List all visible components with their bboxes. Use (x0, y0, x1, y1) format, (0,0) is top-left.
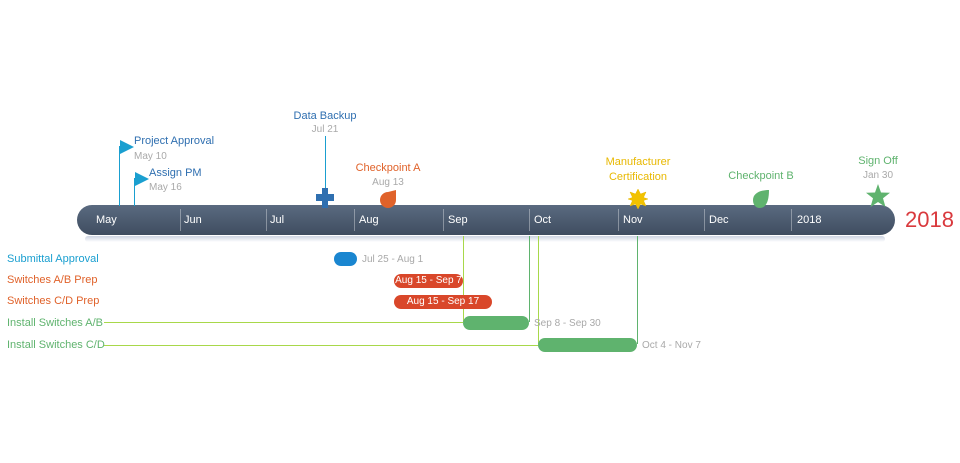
month-divider (791, 209, 792, 231)
month-divider (443, 209, 444, 231)
month-jul: Jul (270, 214, 285, 226)
timeline-bar-shadow (85, 236, 885, 242)
drop-icon (380, 190, 396, 208)
milestone-title: Assign PM (149, 167, 202, 179)
milestone-date: May 16 (149, 182, 182, 193)
task-bar[interactable]: Aug 15 - Sep 17 (394, 295, 492, 309)
milestone-date: Aug 13 (372, 177, 404, 188)
milestone-stem (134, 178, 135, 206)
task-label: Switches A/B Prep (7, 274, 98, 286)
flag-icon (120, 140, 134, 154)
plus-icon (316, 188, 334, 208)
task-connector (463, 236, 464, 322)
star-burst-icon (628, 189, 648, 209)
month-may: May (96, 214, 117, 226)
milestone-stem (119, 146, 120, 206)
month-2018: 2018 (797, 214, 822, 226)
task-bar[interactable] (463, 316, 529, 330)
milestone-title: Manufacturer (605, 156, 671, 168)
milestone-date: Jul 21 (311, 124, 339, 135)
task-bar[interactable] (334, 252, 357, 266)
milestone-title: Data Backup (293, 110, 357, 122)
month-divider (180, 209, 181, 231)
task-leader-line (104, 322, 463, 323)
month-divider (618, 209, 619, 231)
month-divider (266, 209, 267, 231)
month-jun: Jun (184, 214, 202, 226)
milestone-title: Checkpoint A (355, 162, 421, 174)
task-bar[interactable]: Aug 15 - Sep 7 (394, 274, 463, 288)
task-label: Install Switches A/B (7, 317, 103, 329)
month-dec: Dec (709, 214, 729, 226)
month-oct: Oct (534, 214, 552, 226)
leaf-icon (753, 190, 769, 208)
task-connector (538, 236, 539, 344)
task-date: Sep 8 - Sep 30 (534, 318, 601, 329)
task-label: Submittal Approval (7, 253, 99, 265)
milestone-stem (325, 136, 326, 194)
task-connector (529, 236, 530, 322)
task-label: Install Switches C/D (7, 339, 105, 351)
task-bar[interactable] (538, 338, 637, 352)
task-leader-line (104, 345, 538, 346)
milestone-title-line2: Certification (608, 171, 668, 183)
month-aug: Aug (359, 214, 379, 226)
year-label: 2018 (905, 207, 954, 232)
month-sep: Sep (448, 214, 468, 226)
task-connector (637, 236, 638, 344)
milestone-title: Sign Off (858, 155, 898, 167)
month-divider (704, 209, 705, 231)
milestone-date: May 10 (134, 151, 167, 162)
timeline-bar (77, 205, 895, 235)
month-nov: Nov (623, 214, 643, 226)
star-icon (866, 184, 890, 207)
month-divider (354, 209, 355, 231)
task-date: Jul 25 - Aug 1 (362, 254, 424, 265)
flag-icon (135, 172, 149, 186)
task-date: Oct 4 - Nov 7 (642, 340, 701, 351)
task-label: Switches C/D Prep (7, 295, 100, 307)
milestone-title: Project Approval (134, 135, 215, 147)
milestone-date: Jan 30 (862, 170, 894, 181)
month-divider (529, 209, 530, 231)
milestone-title: Checkpoint B (728, 170, 794, 182)
